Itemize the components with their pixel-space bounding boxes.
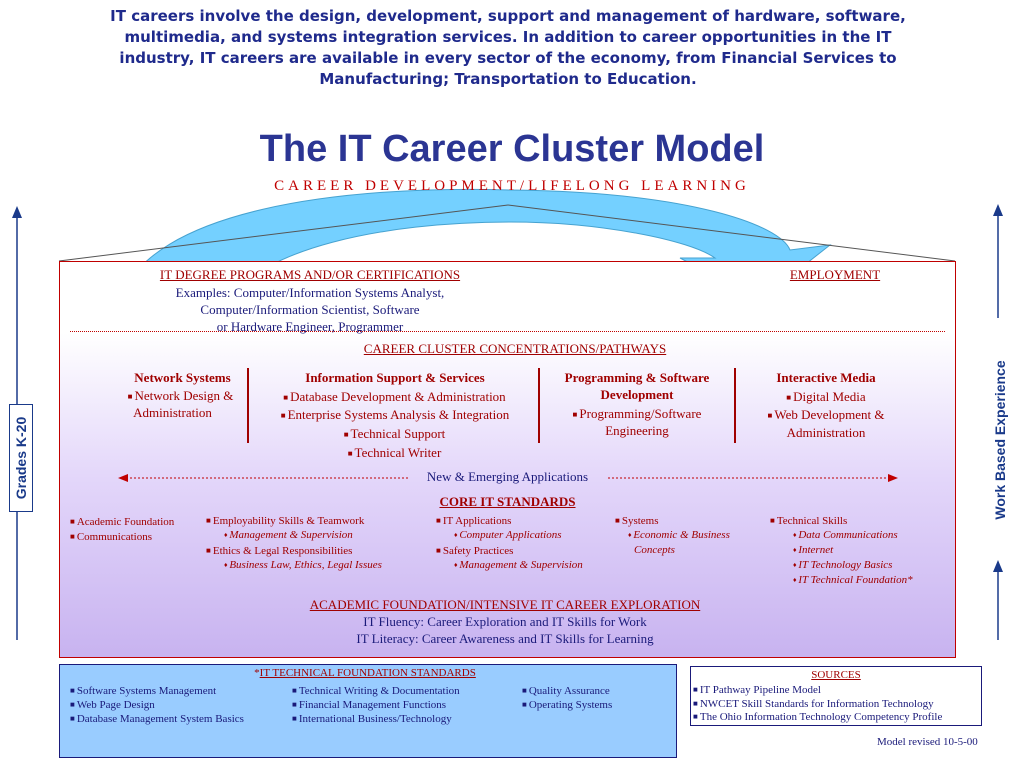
media-item-1: Digital Media — [740, 388, 912, 406]
info-item-4: Technical Writer — [262, 444, 527, 462]
foundation-col3-item-2: Operating Systems — [522, 697, 667, 713]
sources-heading: SOURCES — [811, 669, 861, 681]
pathway-divider-3 — [734, 368, 736, 443]
core-col3-item-b: Safety Practices — [436, 543, 611, 559]
work-experience-label: Work Based Experience — [992, 360, 1008, 520]
info-item-3: Technical Support — [262, 425, 527, 443]
foundation-heading: IT TECHNICAL FOUNDATION STANDARDS — [259, 667, 476, 679]
core-col4-item-a: Systems — [615, 513, 760, 529]
core-col2-item-b: Ethics & Legal Responsibilities — [206, 543, 431, 559]
source-item-1: IT Pathway Pipeline Model — [693, 682, 979, 698]
core-col1-item-2: Communications — [70, 529, 205, 545]
pathway-divider-1 — [247, 368, 249, 443]
new-emerging-label: New & Emerging Applications — [426, 469, 589, 484]
foundation-col2-item-3: International Business/Technology — [292, 711, 517, 727]
academic-line-2: IT Literacy: Career Awareness and IT Ski… — [356, 631, 654, 646]
source-item-2: NWCET Skill Standards for Information Te… — [693, 696, 979, 712]
degree-line-3: or Hardware Engineer, Programmer — [216, 319, 404, 334]
core-col3-sub-b: Management & Supervision — [454, 558, 619, 573]
core-col5-item-a: Technical Skills — [770, 513, 940, 529]
core-col3-item-a: IT Applications — [436, 513, 611, 529]
core-col1-item-1: Academic Foundation — [70, 514, 205, 530]
core-col5-sub-2: Internet — [793, 543, 943, 558]
info-item-2: Enterprise Systems Analysis & Integratio… — [255, 406, 535, 424]
interactive-media-title: Interactive Media — [776, 370, 876, 385]
media-item-2-cont: Administration — [786, 425, 866, 440]
foundation-col2-item-2: Financial Management Functions — [292, 697, 517, 713]
degree-line-2: Computer/Information Scientist, Software — [200, 302, 420, 317]
pathway-divider-2 — [538, 368, 540, 443]
employment-heading: EMPLOYMENT — [789, 267, 881, 282]
foundation-col2-item-1: Technical Writing & Documentation — [292, 683, 517, 699]
foundation-col1-item-3: Database Management System Basics — [70, 711, 285, 727]
cycle-arrow-upper — [119, 188, 832, 301]
subtitle: CAREER DEVELOPMENT/LIFELONG LEARNING — [274, 178, 750, 194]
foundation-heading-row: *IT TECHNICAL FOUNDATION STANDARDS — [150, 666, 580, 681]
foundation-col3-item-1: Quality Assurance — [522, 683, 667, 699]
core-col3-sub-a: Computer Applications — [454, 528, 619, 543]
foundation-col1-item-2: Web Page Design — [70, 697, 285, 713]
network-systems-title: Network Systems — [134, 370, 231, 385]
media-item-2: Web Development & — [740, 406, 912, 424]
core-col4-sub-a-cont: Concepts — [634, 544, 675, 556]
programming-item-cont: Engineering — [605, 423, 669, 438]
revised-note: Model revised 10-5-00 — [877, 736, 978, 748]
network-design-item-cont: Administration — [133, 405, 212, 420]
degree-line-1: Examples: Computer/Information Systems A… — [175, 285, 445, 300]
work-experience-label-box: Work Based Experience — [988, 330, 1012, 550]
core-col5-sub-3: IT Technology Basics — [793, 558, 943, 573]
core-col2-item-a: Employability Skills & Teamwork — [206, 513, 431, 529]
new-emerging-arrow — [118, 474, 898, 482]
core-col5-sub-4: IT Technical Foundation* — [793, 573, 943, 588]
info-item-1: Database Development & Administration — [262, 388, 527, 406]
core-col4-sub-a: Economic & Business — [628, 528, 763, 543]
dotted-divider — [70, 331, 945, 332]
academic-heading: ACADEMIC FOUNDATION/INTENSIVE IT CAREER … — [309, 597, 701, 612]
foundation-star: * — [254, 667, 260, 679]
grades-label-box: Grades K-20 — [9, 404, 33, 512]
core-col2-sub-b: Business Law, Ethics, Legal Issues — [224, 558, 424, 573]
concentrations-heading: CAREER CLUSTER CONCENTRATIONS/PATHWAYS — [363, 341, 667, 356]
grades-label: Grades K-20 — [13, 416, 29, 500]
core-col5-sub-1: Data Communications — [793, 528, 943, 543]
network-design-item: Network Design & — [108, 387, 253, 405]
core-standards-heading: CORE IT STANDARDS — [439, 494, 576, 509]
page-title: The IT Career Cluster Model — [259, 128, 765, 170]
academic-line-1: IT Fluency: Career Exploration and IT Sk… — [363, 614, 647, 629]
info-support-title: Information Support & Services — [305, 370, 485, 385]
programming-title-1: Programming & Software — [564, 370, 710, 385]
foundation-col1-item-1: Software Systems Management — [70, 683, 285, 699]
degree-heading: IT DEGREE PROGRAMS AND/OR CERTIFICATIONS — [159, 267, 461, 282]
core-col2-sub-a: Management & Supervision — [224, 528, 424, 543]
programming-title-2: Development — [600, 387, 674, 402]
programming-item: Programming/Software — [548, 405, 726, 423]
source-item-3: The Ohio Information Technology Competen… — [693, 709, 979, 725]
intro-paragraph: IT careers involve the design, developme… — [110, 7, 906, 88]
